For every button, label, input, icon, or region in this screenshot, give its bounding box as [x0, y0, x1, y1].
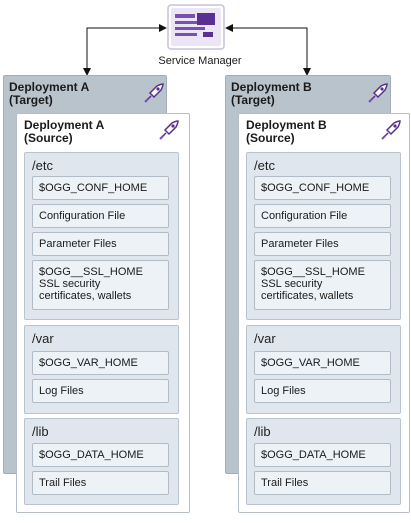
deployment-b-source-title: Deployment B (Source) [246, 119, 327, 145]
lib-group-label: /lib [254, 424, 271, 439]
ssl-desc-line: certificates, wallets [261, 290, 354, 302]
configuration-file-item: Configuration File [254, 204, 391, 228]
configuration-file-item: Configuration File [32, 204, 169, 228]
log-files-item: Log Files [254, 379, 391, 403]
ssl-home-item: $OGG__SSL_HOME SSL security certificates… [32, 260, 169, 310]
log-files-item: Log Files [32, 379, 169, 403]
ssl-desc-line: certificates, wallets [39, 290, 132, 302]
source-title-text: Deployment B [246, 118, 327, 132]
service-manager-icon [167, 4, 225, 50]
rocket-icon [142, 81, 166, 105]
connector-arrows [83, 24, 311, 76]
parameter-files-item: Parameter Files [32, 232, 169, 256]
lib-group-label: /lib [32, 424, 49, 439]
deployment-a-source-title: Deployment A (Source) [24, 119, 104, 145]
data-home-item: $OGG_DATA_HOME [32, 443, 169, 467]
ssl-desc-line: SSL security [261, 278, 323, 290]
target-subtitle-text: (Target) [9, 93, 53, 107]
ssl-home-line: $OGG__SSL_HOME [39, 266, 143, 278]
var-home-item: $OGG_VAR_HOME [32, 351, 169, 375]
deployment-b-target-title: Deployment B (Target) [231, 81, 312, 107]
var-home-item: $OGG_VAR_HOME [254, 351, 391, 375]
source-subtitle-text: (Source) [24, 131, 73, 145]
etc-group-label: /etc [254, 158, 275, 173]
target-subtitle-text: (Target) [231, 93, 275, 107]
ssl-home-item: $OGG__SSL_HOME SSL security certificates… [254, 260, 391, 310]
var-group-label: /var [32, 331, 54, 346]
source-subtitle-text: (Source) [246, 131, 295, 145]
rocket-icon [379, 118, 403, 142]
target-title-text: Deployment A [9, 80, 90, 94]
parameter-files-item: Parameter Files [254, 232, 391, 256]
trail-files-item: Trail Files [254, 471, 391, 495]
ssl-desc-line: SSL security [39, 278, 101, 290]
rocket-icon [157, 118, 181, 142]
ssl-home-line: $OGG__SSL_HOME [261, 266, 365, 278]
data-home-item: $OGG_DATA_HOME [254, 443, 391, 467]
conf-home-item: $OGG_CONF_HOME [32, 176, 169, 200]
var-group-label: /var [254, 331, 276, 346]
service-manager-label: Service Manager [158, 55, 242, 67]
target-title-text: Deployment B [231, 80, 312, 94]
etc-group-label: /etc [32, 158, 53, 173]
conf-home-item: $OGG_CONF_HOME [254, 176, 391, 200]
source-title-text: Deployment A [24, 118, 105, 132]
rocket-icon [366, 81, 390, 105]
deployment-a-target-title: Deployment A (Target) [9, 81, 89, 107]
trail-files-item: Trail Files [32, 471, 169, 495]
